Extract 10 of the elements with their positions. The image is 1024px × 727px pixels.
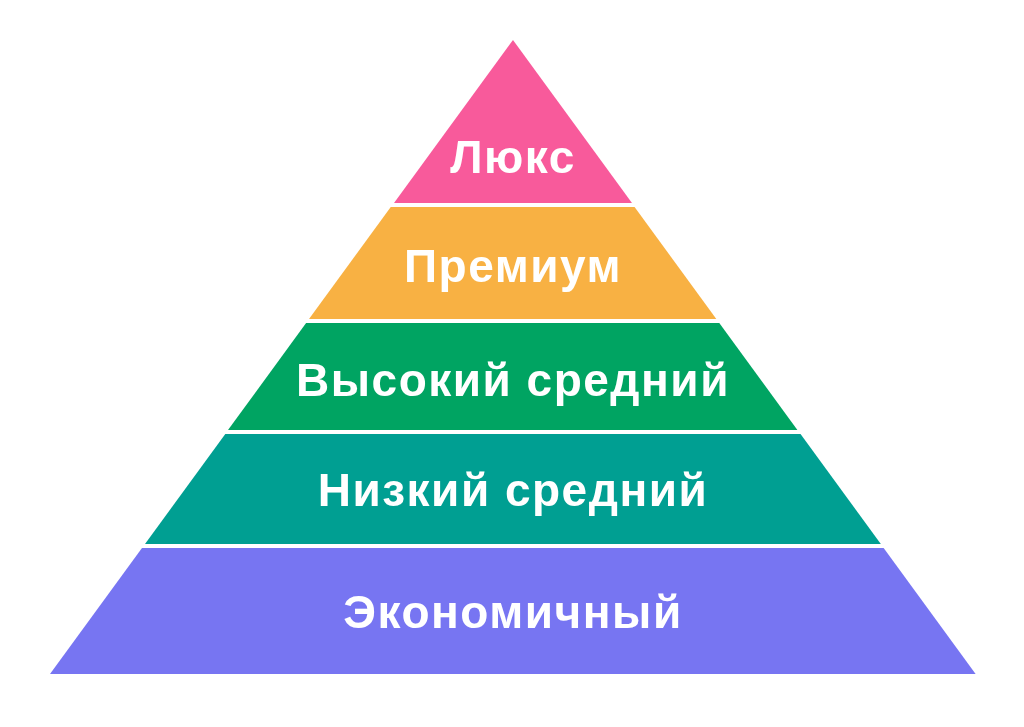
tier-label: Экономичный [343, 586, 683, 638]
pyramid-tier [145, 434, 881, 544]
pyramid-tier [309, 207, 717, 319]
tier-label: Люкс [450, 131, 576, 183]
pyramid-tier [228, 323, 798, 430]
tier-label: Высокий средний [296, 354, 730, 406]
pyramid-tier [50, 548, 976, 674]
tier-label: Низкий средний [317, 464, 709, 516]
tier-label: Премиум [404, 240, 622, 292]
pyramid-tier [394, 40, 632, 203]
